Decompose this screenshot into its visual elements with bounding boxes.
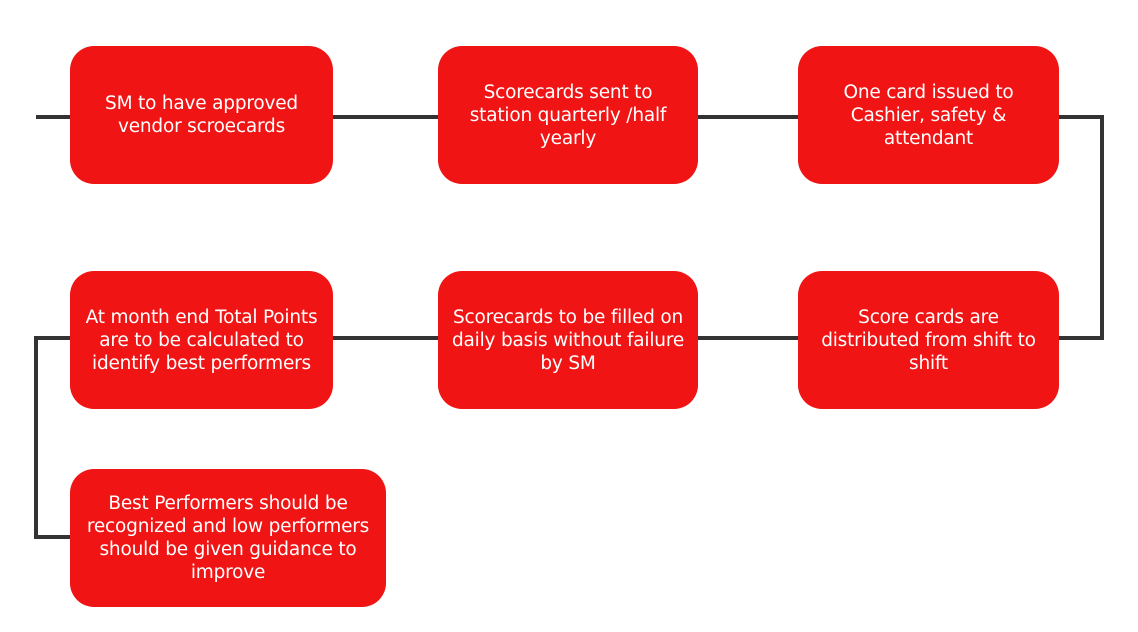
step-box-7: Best Performers should be recognized and… — [70, 469, 386, 607]
step-box-4: Score cards are distributed from shift t… — [798, 271, 1059, 409]
step-box-1: SM to have approved vendor scroecards — [70, 46, 333, 184]
step-box-5: Scorecards to be filled on daily basis w… — [438, 271, 698, 409]
step-text-1: SM to have approved vendor scroecards — [105, 93, 298, 137]
step-box-2: Scorecards sent to station quarterly /ha… — [438, 46, 698, 184]
connector-6-7 — [34, 336, 70, 539]
step-text-2: Scorecards sent to station quarterly /ha… — [469, 81, 667, 149]
step-text-4: Score cards are distributed from shift t… — [821, 306, 1036, 374]
step-text-7: Best Performers should be recognized and… — [86, 493, 370, 583]
step-text-5: Scorecards to be filled on daily basis w… — [451, 306, 685, 374]
connector-3-4 — [1059, 115, 1104, 340]
step-box-6: At month end Total Points are to be calc… — [70, 271, 333, 409]
step-box-3: One card issued to Cashier, safety & att… — [798, 46, 1059, 184]
step-text-3: One card issued to Cashier, safety & att… — [843, 81, 1014, 149]
step-text-6: At month end Total Points are to be calc… — [85, 306, 318, 374]
